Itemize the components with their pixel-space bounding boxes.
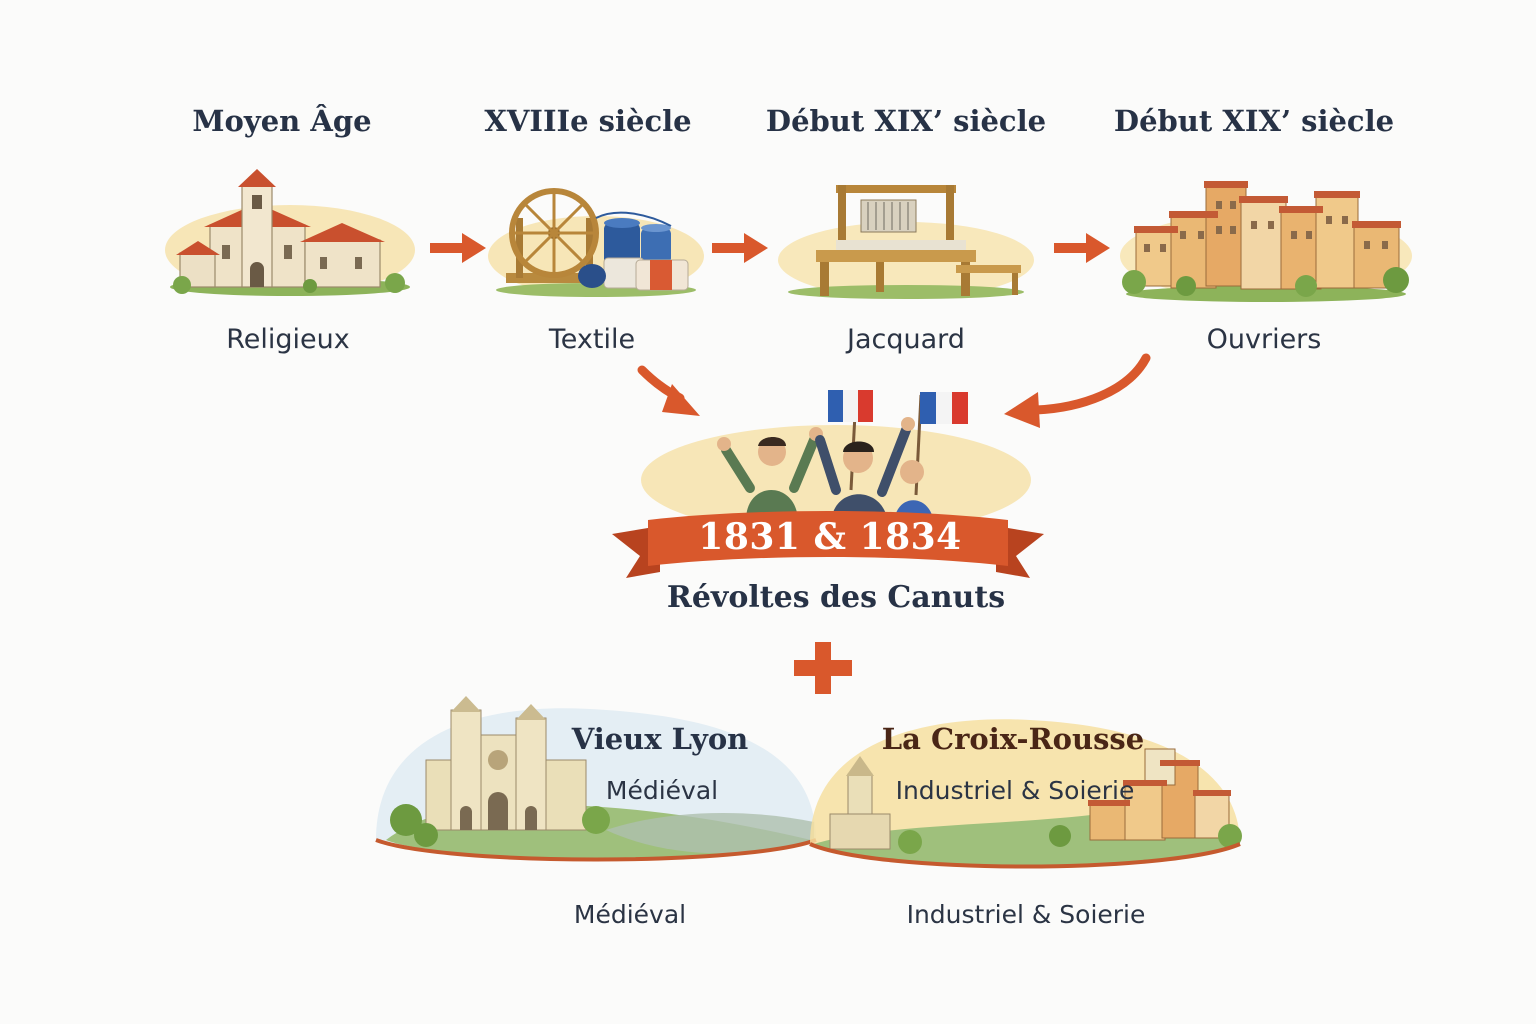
era-label-2: Textile <box>548 324 636 355</box>
district-label-vieux-lyon: Médiéval <box>605 776 719 805</box>
loom-icon <box>778 185 1034 299</box>
arrow-right-icon <box>712 233 768 263</box>
plus-icon <box>794 642 852 694</box>
district-caption-vieux-lyon: Médiéval <box>573 900 687 929</box>
revolt-years: 1831 & 1834 <box>698 516 962 558</box>
era-label-1: Religieux <box>226 324 350 355</box>
revolt-title: Révoltes des Canuts <box>666 580 1006 615</box>
cathedral-icon <box>375 696 817 862</box>
era-title-4: Début XIX’ siècle <box>1113 104 1395 138</box>
district-caption-croix-rousse: Industriel & Soierie <box>906 900 1146 929</box>
era-title-2: XVIIIe siècle <box>484 104 692 138</box>
ribbon-banner <box>612 511 1044 578</box>
district-name-vieux-lyon: Vieux Lyon <box>571 722 749 756</box>
district-name-croix-rousse: La Croix-Rousse <box>881 722 1145 756</box>
workers-houses-icon <box>1120 181 1412 302</box>
district-label-croix-rousse: Industriel & Soierie <box>895 776 1135 805</box>
church-icon <box>165 169 415 296</box>
curved-arrow-icon <box>1004 353 1151 428</box>
arrow-right-icon <box>430 233 486 263</box>
era-label-4: Ouvriers <box>1206 324 1322 355</box>
hill-town-icon <box>809 719 1242 869</box>
curved-arrow-icon <box>637 365 700 416</box>
era-label-3: Jacquard <box>847 324 965 355</box>
era-title-3: Début XIX’ siècle <box>765 104 1047 138</box>
spinning-wheel-icon <box>488 188 704 297</box>
arrow-right-icon <box>1054 233 1110 263</box>
era-title-1: Moyen Âge <box>192 104 372 138</box>
